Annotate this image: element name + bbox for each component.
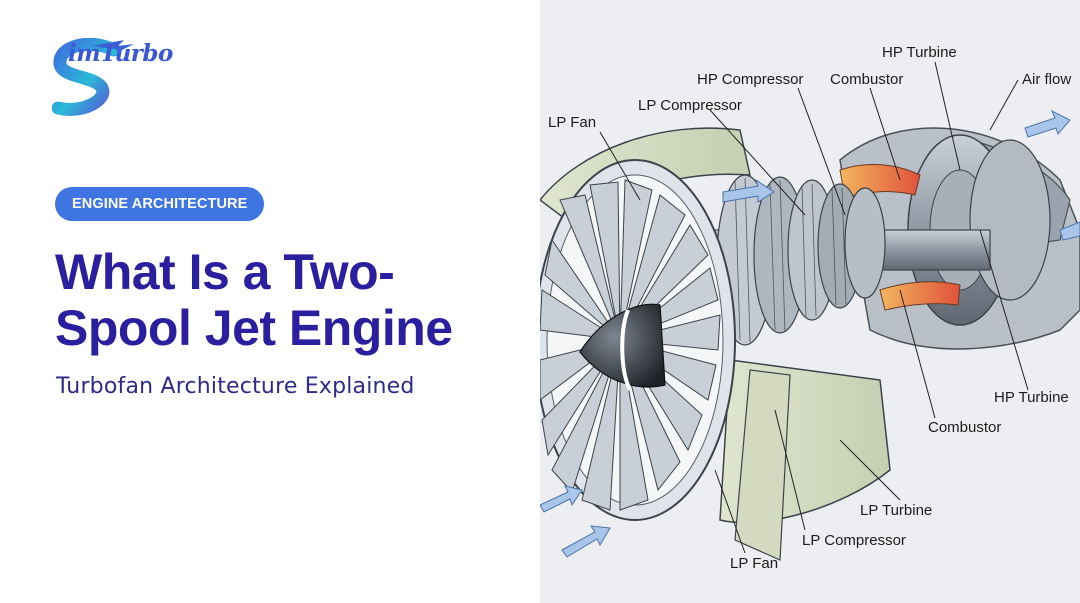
label-hp-turbine-right: HP Turbine [994,389,1069,406]
label-lp-fan-top: LP Fan [548,114,596,131]
label-lp-compressor-bottom: LP Compressor [802,532,906,549]
title-line-2: Spool Jet Engine [55,300,453,356]
label-lp-fan-bottom: LP Fan [730,555,778,572]
label-combustor-top: Combustor [830,71,903,88]
page-title: What Is a Two- Spool Jet Engine [55,244,525,356]
engine-diagram: HP Turbine HP Compressor Combustor Air f… [540,0,1080,603]
label-air-flow: Air flow [1022,71,1071,88]
label-hp-compressor: HP Compressor [697,71,803,88]
label-lp-compressor-top: LP Compressor [638,97,742,114]
label-lp-turbine: LP Turbine [860,502,932,519]
simturbo-logo [52,38,134,116]
category-badge: ENGINE ARCHITECTURE [55,187,265,221]
page-subtitle: Turbofan Architecture Explained [56,374,415,399]
label-hp-turbine-top: HP Turbine [882,44,957,61]
hero-panel: imTurbo ENGINE ARCHITECTURE What Is a Tw… [52,38,525,399]
title-line-1: What Is a Two- [55,244,395,300]
plane-icon [92,40,134,50]
label-combustor-right: Combustor [928,419,1001,436]
turbofan-illustration: HP Turbine HP Compressor Combustor Air f… [540,44,1080,572]
brand-wordmark: imTurbo [68,40,173,67]
